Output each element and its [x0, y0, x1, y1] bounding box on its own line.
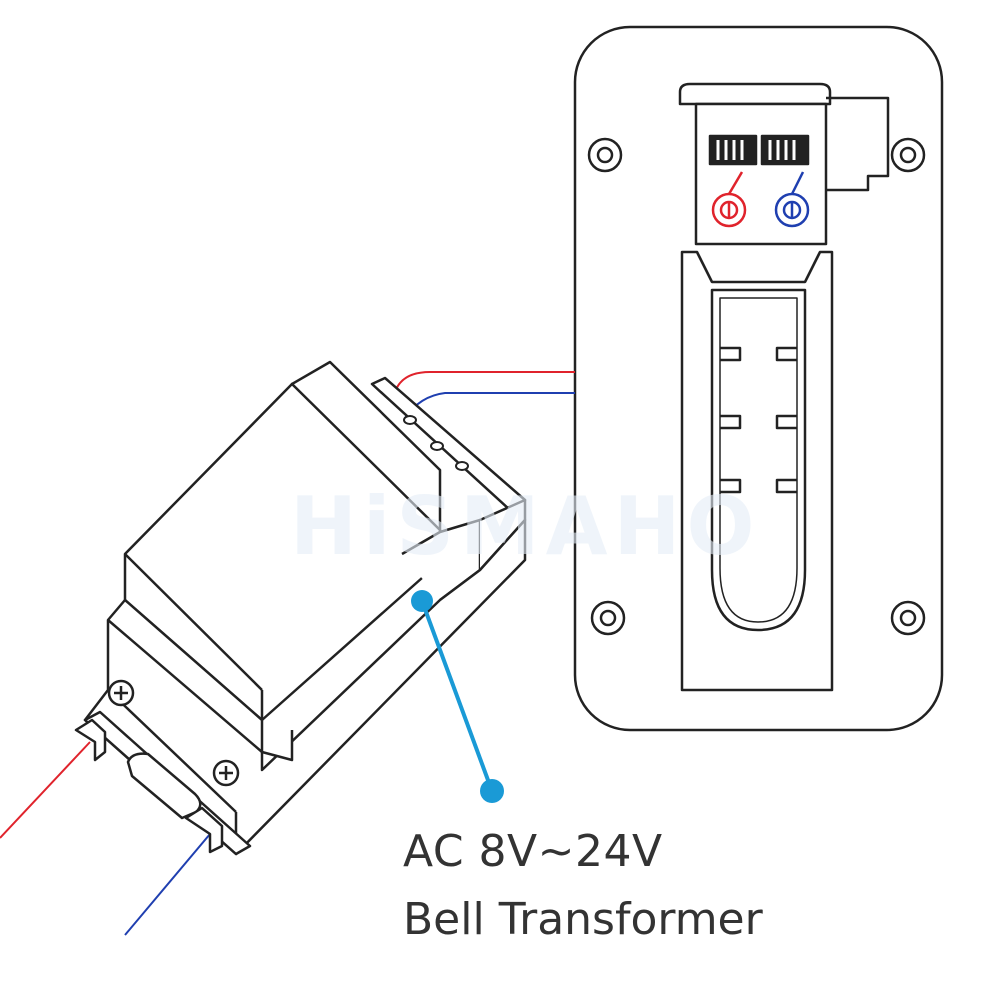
doorbell-back-plate — [573, 25, 944, 732]
transformer-screw-icon — [107, 679, 240, 787]
transformer-name-label: Bell Transformer — [403, 894, 763, 945]
watermark: HiSMAHO — [290, 480, 761, 573]
callout-pointer — [411, 590, 504, 803]
doorbell-blue-terminal — [774, 171, 810, 228]
bell-transformer — [83, 360, 527, 856]
doorbell-red-terminal — [711, 171, 747, 228]
mounting-screw-icon — [587, 137, 926, 636]
transformer-pins — [74, 718, 224, 854]
transformer-top-terminals — [403, 415, 469, 471]
transformer-voltage-label: AC 8V~24V — [403, 826, 663, 877]
